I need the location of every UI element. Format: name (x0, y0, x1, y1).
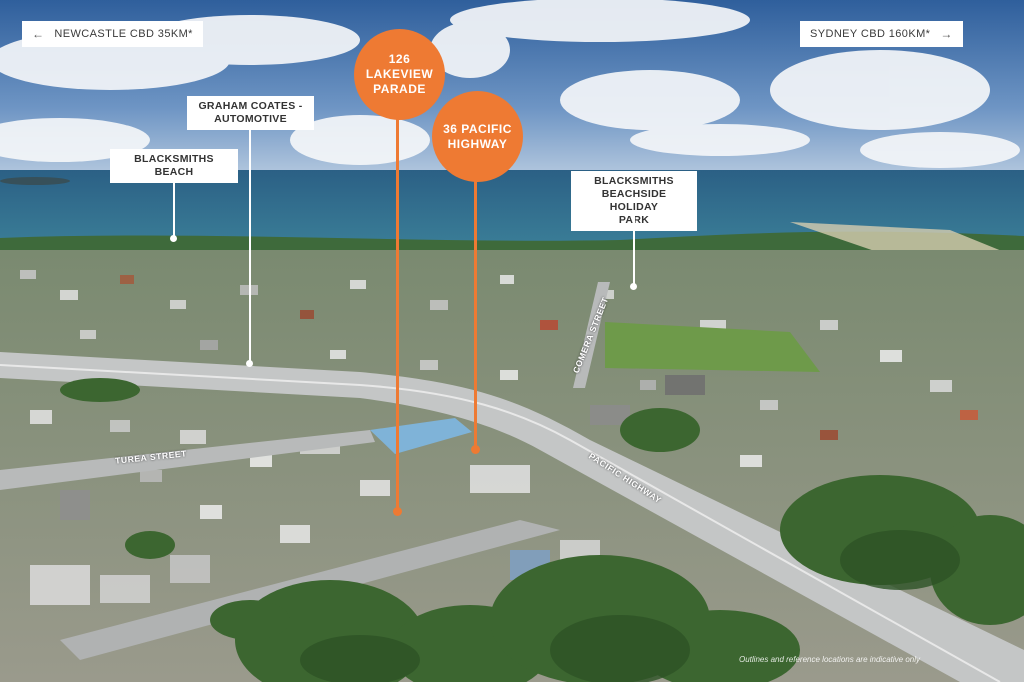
sydney-distance-text: SYDNEY CBD 160KM* (810, 28, 931, 40)
graham-coates-marker (246, 360, 253, 367)
blacksmiths-beach-leader (173, 174, 175, 237)
disclaimer-text: Outlines and reference locations are ind… (739, 655, 920, 664)
comera-street-road (573, 282, 610, 388)
newcastle-distance-text: NEWCASTLE CBD 35KM* (54, 28, 193, 40)
newcastle-direction-label: ← NEWCASTLE CBD 35KM* (22, 21, 203, 47)
holiday-park-marker (630, 283, 637, 290)
lakeview-pin-line (396, 116, 399, 510)
pacific-highway-pin: 36 PACIFIC HIGHWAY (432, 91, 523, 182)
blacksmiths-beach-marker (170, 235, 177, 242)
arrow-right-icon: → (940, 27, 953, 41)
lakeview-parade-pin: 126 LAKEVIEW PARADE (354, 29, 445, 120)
holiday-park-leader (633, 215, 635, 286)
graham-coates-leader (249, 125, 251, 363)
lakeview-pin-marker (393, 507, 402, 516)
sports-oval (605, 322, 820, 372)
sydney-direction-label: SYDNEY CBD 160KM* → (800, 21, 963, 47)
arrow-left-icon: ← (32, 27, 45, 41)
graham-coates-label: GRAHAM COATES - AUTOMOTIVE (187, 96, 314, 130)
pacific-pin-line (474, 178, 477, 448)
pacific-pin-marker (471, 445, 480, 454)
commercial-building (370, 418, 472, 454)
pacific-highway-road (0, 352, 1024, 682)
turea-street-road (0, 430, 375, 490)
